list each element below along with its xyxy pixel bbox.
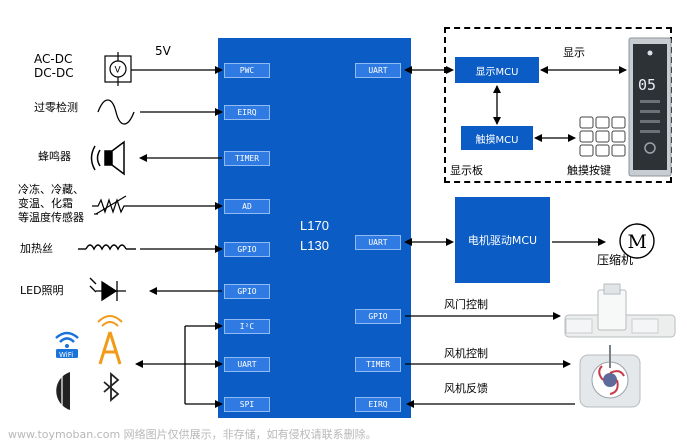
pin-ad: AD	[224, 199, 270, 214]
mcu-name-line1: L170	[300, 218, 329, 233]
mcu-name-line2: L130	[300, 238, 329, 253]
svg-text:V: V	[115, 66, 122, 76]
pin-uart-motor: UART	[355, 235, 401, 250]
pin-uart-left: UART	[224, 357, 270, 372]
buzzer-label: 蜂鸣器	[38, 150, 71, 163]
damper-label: 风门控制	[444, 298, 488, 311]
pin-spi: SPI	[224, 397, 270, 412]
fan-control-label: 风机控制	[444, 347, 488, 360]
mcu-chip	[218, 38, 411, 418]
fan-feedback-label: 风机反馈	[444, 382, 488, 395]
thermistor-icon	[92, 195, 132, 215]
touch-keys-icon	[579, 116, 626, 157]
touch-mcu-box: 触摸MCU	[461, 126, 533, 150]
display-panel-digits: 05	[638, 76, 656, 94]
pin-pwc: PWC	[224, 63, 270, 78]
pin-eirq-fan: EIRQ	[355, 397, 401, 412]
display-mcu-box: 显示MCU	[455, 57, 539, 83]
heater-label: 加热丝	[20, 242, 53, 255]
pin-i2c: I²C	[224, 319, 270, 334]
pin-uart-display: UART	[355, 63, 401, 78]
motor-symbol: M	[628, 231, 647, 253]
pin-gpio-damper: GPIO	[355, 309, 401, 324]
watermark: www.toymoban.com 网络图片仅供展示，非存储，如有侵权请联系删除。	[8, 428, 377, 441]
power-label-line2: DC-DC	[34, 66, 74, 80]
power-label-line1: AC-DC	[34, 52, 73, 66]
heater-coil-icon	[78, 244, 136, 251]
led-label: LED照明	[20, 284, 64, 297]
pin-timer-fan: TIMER	[355, 357, 401, 372]
motor-icon: M	[619, 223, 655, 259]
temp-label-line2: 变温、化霜	[18, 197, 73, 210]
wifi-text: WiFi	[59, 351, 73, 359]
motor-driver-box: 电机驱动MCU	[455, 197, 550, 283]
nfc-icon	[56, 372, 70, 410]
compressor-label: 压缩机	[597, 253, 634, 267]
temp-label-line3: 等温度传感器	[18, 211, 84, 224]
bluetooth-icon	[103, 372, 120, 402]
display-label: 显示	[563, 46, 585, 59]
pin-timer-left: TIMER	[224, 151, 270, 166]
wifi-icon: WiFi	[55, 331, 79, 359]
damper-icon	[564, 283, 676, 338]
touch-keys-label: 触摸按键	[567, 164, 611, 177]
pin-gpio-led: GPIO	[224, 284, 270, 299]
antenna-icon	[97, 315, 123, 365]
voltage-label: 5V	[155, 44, 171, 58]
led-icon	[89, 277, 126, 302]
power-source-icon: V	[104, 52, 132, 86]
speaker-icon	[90, 140, 125, 176]
temp-label-line1: 冷冻、冷藏、	[18, 183, 84, 196]
pin-eirq-left: EIRQ	[224, 105, 270, 120]
fan-icon	[579, 345, 641, 408]
display-panel-icon: 05	[628, 37, 672, 177]
pin-gpio-heater: GPIO	[224, 242, 270, 257]
sine-wave-icon	[97, 99, 135, 125]
display-board-label: 显示板	[450, 164, 483, 177]
zero-cross-label: 过零检测	[34, 101, 78, 114]
